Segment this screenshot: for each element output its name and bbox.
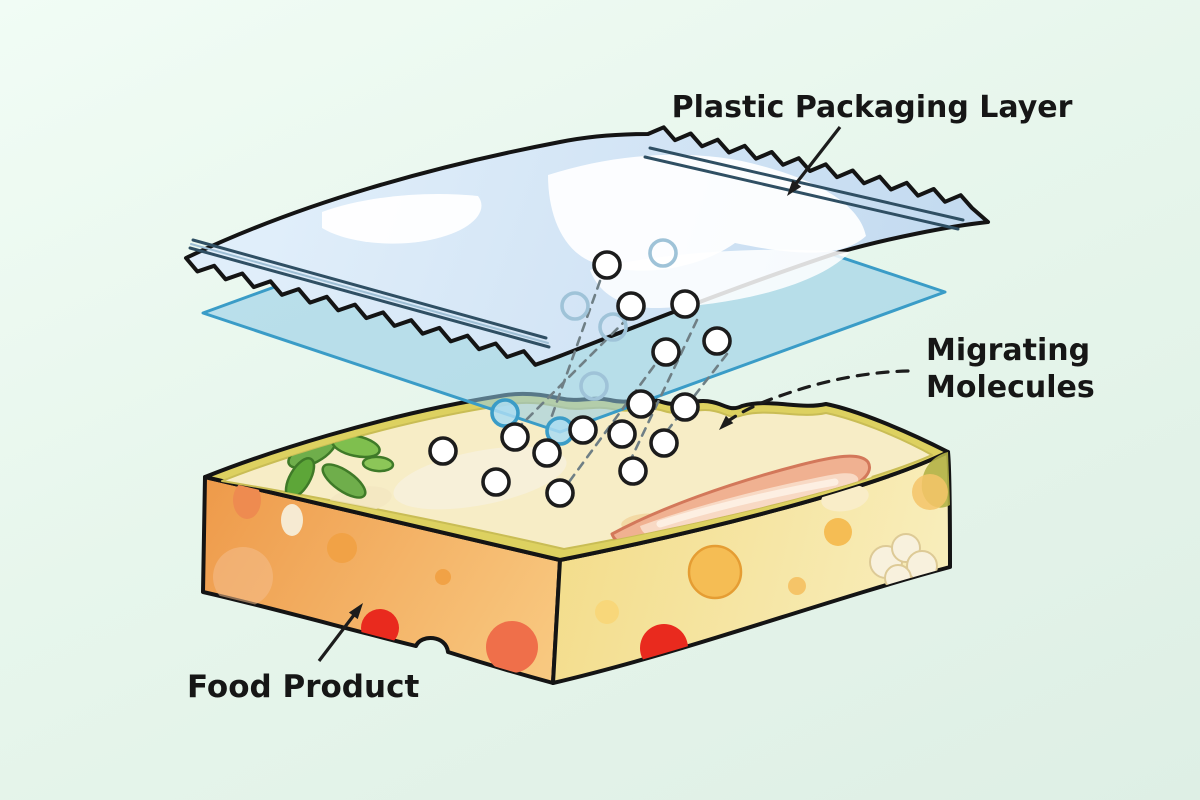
molecule-dot-film [490, 398, 520, 428]
molecule-dot [618, 456, 648, 486]
food-blob [640, 624, 688, 672]
molecule-dot [670, 289, 700, 319]
herb-leaf [361, 455, 395, 473]
arrowhead [719, 415, 734, 430]
molecule-dot [651, 337, 681, 367]
migration-dashed-line [517, 316, 630, 429]
migration-dashed-line [547, 279, 602, 426]
packaging-label: Plastic Packaging Layer [672, 90, 1073, 125]
molecule-dot [607, 419, 637, 449]
migrating-molecules-arrow [719, 369, 910, 430]
molecule-dot [568, 415, 598, 445]
food-product-label: Food Product [187, 669, 419, 705]
molecule-dot [670, 392, 700, 422]
meat-slice [610, 454, 871, 547]
molecule-dot [545, 478, 575, 508]
arrowhead [348, 603, 363, 620]
food-blob [788, 577, 806, 595]
herb-leaf [321, 463, 367, 499]
food-blob [213, 547, 273, 607]
food-blob [687, 544, 743, 600]
food-blob [435, 569, 451, 585]
food-blob [912, 474, 948, 510]
molecule-dot [592, 250, 622, 280]
molecule-dot [616, 291, 646, 321]
molecule-dot-ghost [560, 291, 590, 321]
food-block [201, 391, 952, 685]
molecule-dot [481, 467, 511, 497]
migrating-molecules-label-line1: Migrating [926, 333, 1090, 368]
bag-seal-lines [188, 146, 965, 349]
meat-slice-highlight [656, 478, 839, 528]
molecule-dot [532, 438, 562, 468]
food-product-arrow [317, 603, 363, 662]
food-blob [281, 504, 303, 536]
annotations: Plastic Packaging Layer Migrating Molecu… [187, 90, 1095, 705]
molecule-dot [500, 422, 530, 452]
migrating-molecules-dots [428, 238, 732, 508]
molecule-dot [428, 436, 458, 466]
molecule-dot [649, 428, 679, 458]
food-blob [824, 518, 852, 546]
migration-dashed-line [567, 364, 656, 484]
food-blob [327, 533, 357, 563]
plastic-bag [184, 125, 990, 367]
molecule-dot-ghost [598, 312, 628, 342]
food-blob [486, 621, 538, 673]
molecule-dot-ghost [579, 371, 609, 401]
packaging-arrow [787, 126, 842, 196]
migration-dashed-line [629, 318, 699, 461]
food-blob [595, 600, 619, 624]
molecule-dot-ghost [648, 238, 678, 268]
food-blob [233, 481, 261, 519]
arrowhead [787, 180, 802, 196]
migrating-molecules-label-line2: Molecules [926, 370, 1095, 405]
molecule-dot [626, 389, 656, 419]
molecule-dot [702, 326, 732, 356]
